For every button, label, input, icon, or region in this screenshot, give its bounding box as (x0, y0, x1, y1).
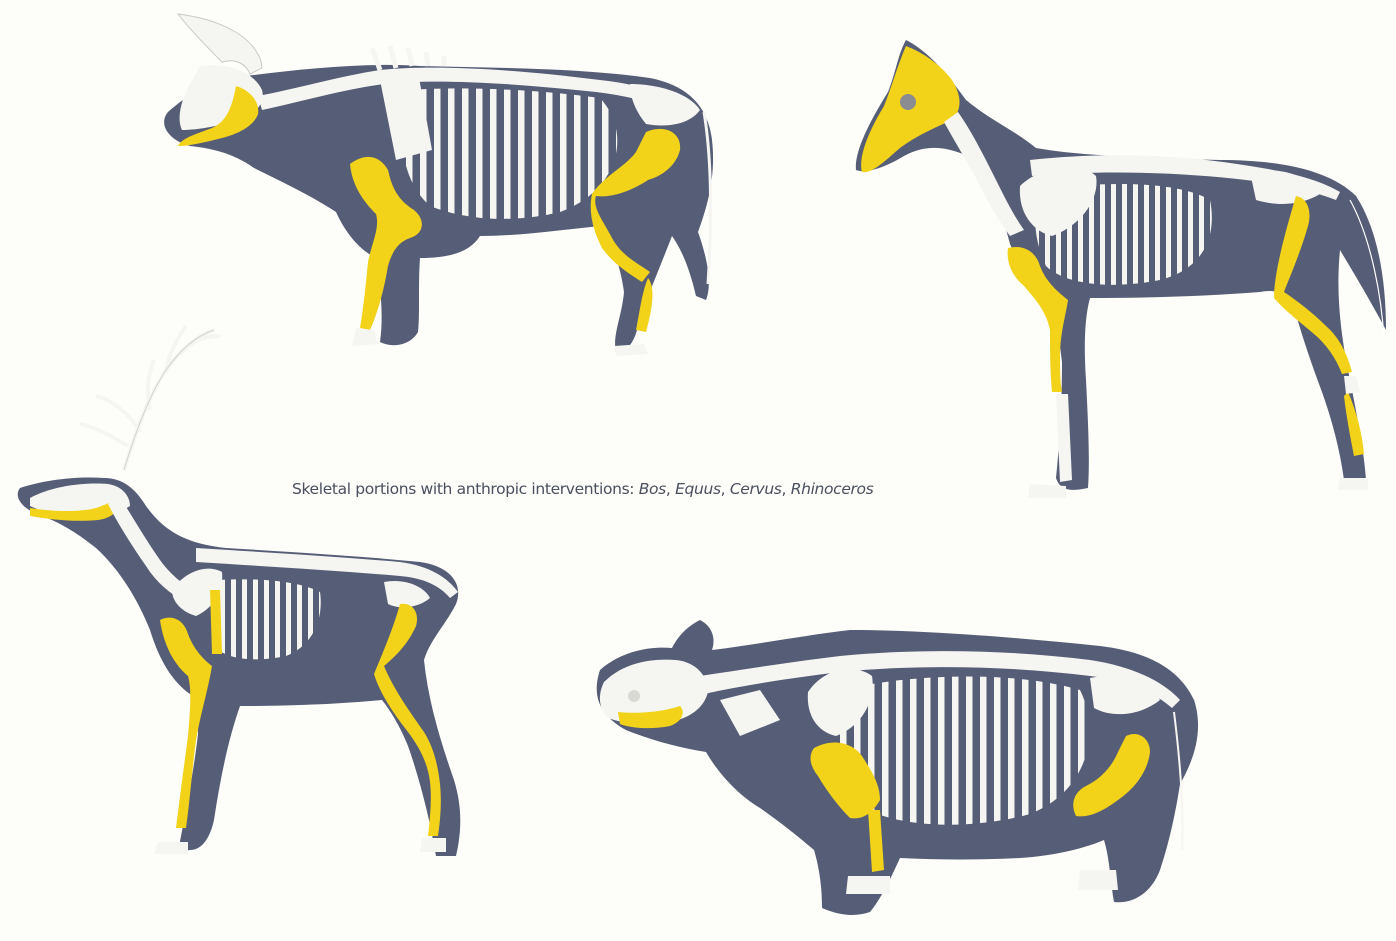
caption-taxon-cervus: Cervus (730, 480, 782, 498)
bos-skeleton-icon (164, 14, 713, 356)
cervus-skeleton-icon (18, 326, 461, 856)
caption-separator: , (782, 480, 791, 498)
caption-separator: , (721, 480, 730, 498)
figure-caption: Skeletal portions with anthropic interve… (292, 480, 873, 498)
caption-separator: , (666, 480, 675, 498)
rhinoceros-skeleton-icon (597, 620, 1198, 915)
caption-prefix: Skeletal portions with anthropic interve… (292, 480, 639, 498)
equus-skeleton-icon (856, 40, 1386, 498)
caption-taxon-bos: Bos (639, 480, 666, 498)
caption-taxon-rhinoceros: Rhinoceros (791, 480, 874, 498)
caption-taxon-equus: Equus (675, 480, 721, 498)
